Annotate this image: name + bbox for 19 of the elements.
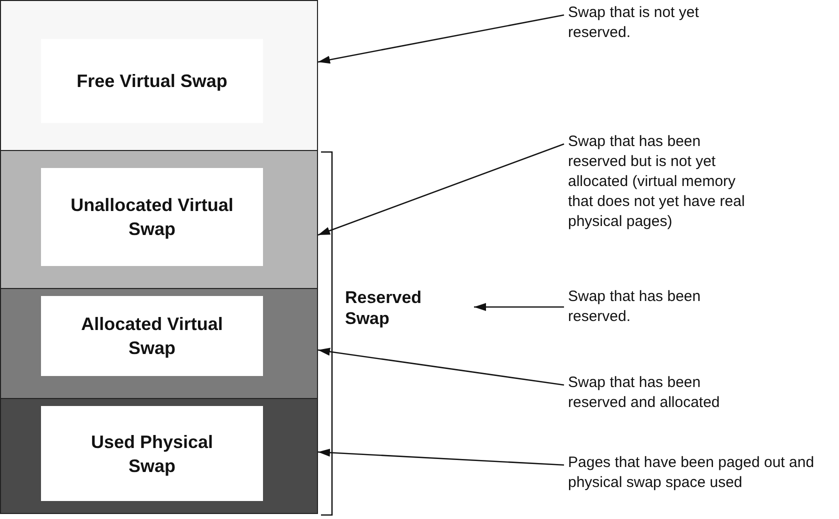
description-text: Swap that is not yet reserved. [568,3,746,47]
swap-band [0,288,318,399]
swap-band [0,398,318,514]
arrow [318,143,564,236]
swap-band [0,0,318,151]
arrow [318,14,564,64]
description-text: Pages that have been paged out and physical swap space used [568,453,818,517]
group-label: Reserved Swap [345,287,470,331]
arrow [318,448,564,466]
swap-label: Used Physical Swap [41,406,263,501]
arrow [474,303,564,311]
description-text: Swap that has been reserved but is not yet allocated (virtual memory that does not yet have real physical pages) [568,132,763,236]
swap-label: Allocated Virtual Swap [41,296,263,376]
swap-band [0,150,318,289]
swap-label: Unallocated Virtual Swap [41,168,263,266]
description-text: Swap that has been reserved. [568,287,718,331]
description-text: Swap that has been reserved and allocated [568,373,746,417]
arrow [318,348,564,386]
swap-label: Free Virtual Swap [41,39,263,123]
